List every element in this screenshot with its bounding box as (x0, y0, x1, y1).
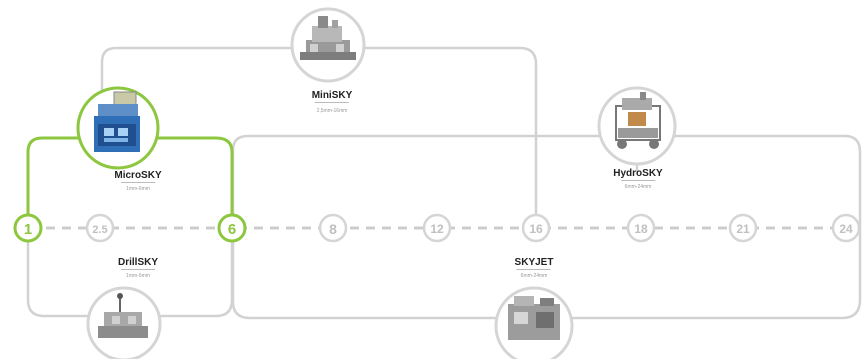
hydrosky-name-underline (620, 180, 655, 181)
size-circle-8[interactable]: 8 (318, 213, 348, 243)
size-label-12: 12 (430, 222, 444, 236)
size-circle-1[interactable]: 1 (13, 213, 43, 243)
size-circle-6[interactable]: 6 (217, 213, 247, 243)
size-label-21: 21 (736, 222, 750, 236)
drillsky-name-text: DrillSKY (117, 257, 159, 268)
size-label-18: 18 (634, 222, 648, 236)
size-label-8: 8 (329, 221, 337, 237)
drillsky-name: DrillSKY (118, 257, 158, 270)
size-circle-21[interactable]: 21 (728, 213, 758, 243)
skyjet-name: SKYJET (514, 257, 554, 270)
minisky-range: 2,5mm-16mm (316, 108, 348, 114)
size-circle-16[interactable]: 16 (521, 213, 551, 243)
hydrosky-name: HydroSKY (613, 168, 663, 181)
drillsky-machine-icon (98, 293, 148, 338)
skyjet-name-underline (517, 269, 551, 270)
minisky-name-text: MiniSKY (311, 90, 353, 101)
microsky-machine-icon (94, 91, 140, 152)
minisky-machine-icon (300, 16, 356, 60)
hydrosky-image[interactable] (597, 86, 677, 166)
drillsky-range: 1mm-6mm (126, 273, 150, 279)
size-label-24: 24 (839, 222, 853, 236)
skyjet-name-text: SKYJET (514, 257, 554, 268)
minisky-image[interactable] (290, 7, 366, 83)
skyjet-range: 6mm-24mm (520, 273, 548, 279)
size-label-16: 16 (529, 222, 543, 236)
hydrosky-range: 6mm-24mm (624, 184, 652, 190)
size-label-1: 1 (24, 221, 32, 238)
hydrosky-machine-icon (615, 92, 661, 149)
size-circle-18[interactable]: 18 (626, 213, 656, 243)
microsky-image[interactable] (76, 86, 160, 170)
size-circle-2.5[interactable]: 2.5 (85, 213, 115, 243)
skyjet-image[interactable] (494, 286, 574, 364)
size-label-2.5: 2.5 (92, 224, 107, 236)
microsky-name-underline (120, 182, 155, 183)
microsky-name: MicroSKY (114, 170, 162, 183)
size-circle-12[interactable]: 12 (422, 213, 452, 243)
hydrosky-name-text: HydroSKY (613, 168, 663, 179)
size-label-6: 6 (228, 221, 236, 238)
minisky-name-underline (315, 102, 349, 103)
minisky-name: MiniSKY (311, 90, 353, 103)
skyjet-machine-icon (508, 296, 560, 340)
microsky-name-text: MicroSKY (114, 170, 162, 181)
drillsky-name-underline (120, 269, 155, 270)
microsky-range: 1mm-6mm (126, 186, 150, 192)
drillsky-image[interactable] (86, 286, 162, 362)
size-circle-24[interactable]: 24 (831, 213, 861, 243)
